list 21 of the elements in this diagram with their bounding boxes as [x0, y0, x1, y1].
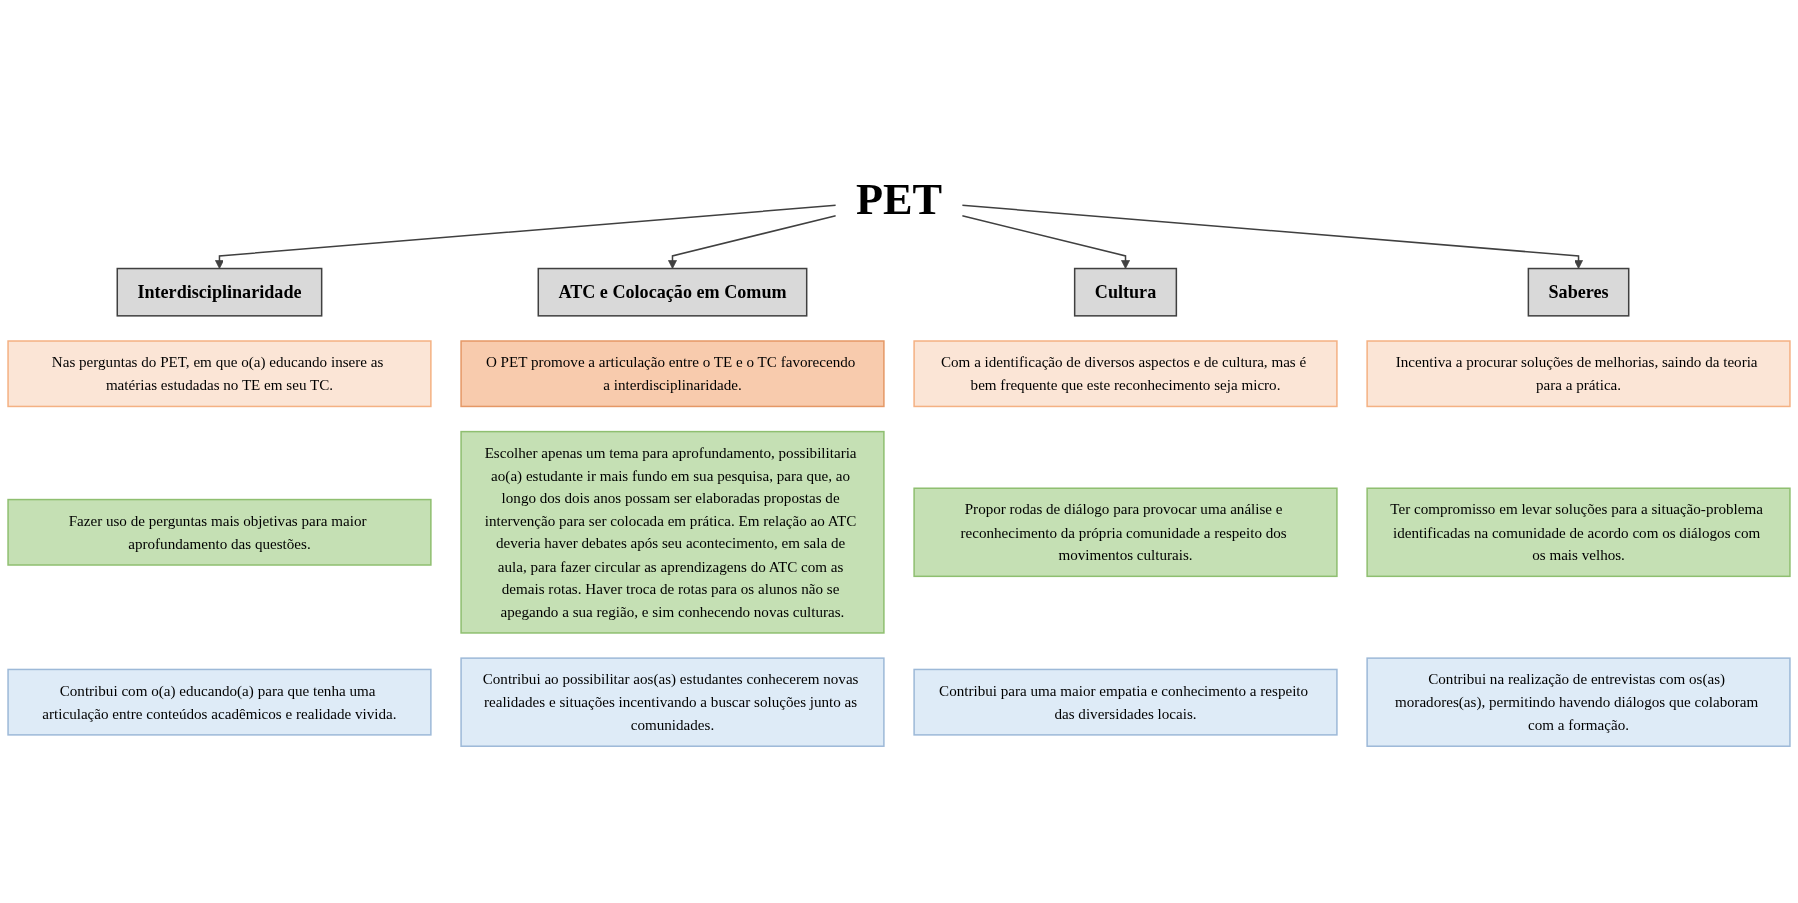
node-box: Incentiva a procurar soluções de melhorias, saindo da teoria para a prática.: [1366, 340, 1791, 408]
node-box: Cultura: [1073, 267, 1178, 317]
arrow: [961, 204, 1583, 269]
node-box: Contribui ao possibilitar aos(as) estudantes conhecerem novas realidades e situações incentivando a buscar soluções junto as comunidades.: [460, 657, 885, 747]
node-box: Ter compromisso em levar soluções para a situação-problema identificadas na comunidade de acordo com os diálogos com os mais velhos.: [1366, 487, 1791, 578]
node-box: Fazer uso de perguntas mais objetivas para maior aprofundamento das questões.: [7, 498, 432, 566]
node-box: Contribui na realização de entrevistas com os(as) moradores(as), permitindo havendo diálogos que colaboram com a formação.: [1366, 657, 1791, 747]
node-box: ATC e Colocação em Comum: [537, 267, 808, 317]
arrow: [961, 214, 1130, 269]
node-box: Com a identificação de diversos aspectos e de cultura, mas é bem frequente que este reconhecimento seja micro.: [913, 340, 1338, 408]
node-box: Contribui com o(a) educando(a) para que tenha uma articulação entre conteúdos acadêmicos e realidade vivida.: [7, 668, 432, 736]
node-box: O PET promove a articulação entre o TE e o TC favorecendo a interdisciplinaridade.: [460, 340, 885, 408]
node-box: Propor rodas de diálogo para provocar uma análise e reconhecimento da própria comunidade a respeito dos movimentos culturais.: [913, 487, 1338, 578]
node-box: Contribui para uma maior empatia e conhecimento a respeito das diversidades locais.: [913, 668, 1338, 736]
node-box: Escolher apenas um tema para aprofundamento, possibilitaria ao(a) estudante ir mais fundo em sua pesquisa, para que, ao longo dos dois anos possam ser elaboradas propostas de intervenção para ser colocada em prática. Em relação ao ATC deveria haver debates após seu acontecimento, em sala de aula, para fazer circular as aprendizagens do ATC com as demais rotas. Haver troca de rotas para os alunos não se apegando a sua região, e sim conhecendo novas culturas.: [460, 430, 885, 634]
node-box: Interdisciplinaridade: [116, 267, 323, 317]
arrow: [668, 214, 837, 269]
node-text: PET: [855, 174, 943, 225]
node-box: Nas perguntas do PET, em que o(a) educando insere as matérias estudadas no TE em seu TC.: [7, 340, 432, 408]
arrow: [215, 204, 837, 269]
node-box: Saberes: [1527, 267, 1630, 317]
